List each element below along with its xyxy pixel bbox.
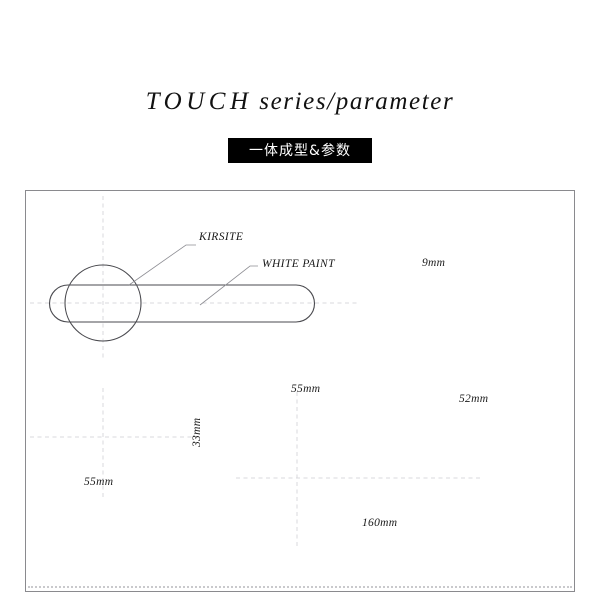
footer-dotted-rule	[28, 586, 572, 588]
dim-plate-thickness: 9mm	[422, 257, 446, 269]
banner-label: 一体成型&参数	[249, 142, 351, 159]
dim-escutcheon-width: 55mm	[84, 476, 114, 488]
dim-lever-length: 160mm	[362, 517, 398, 529]
page-title-subject: series/parameter	[259, 88, 455, 115]
dim-keyhole-height: 33mm	[191, 417, 203, 447]
page-title-series: TOUCH	[145, 88, 253, 115]
banner: 一体成型&参数	[228, 138, 372, 163]
dim-rose-width: 55mm	[291, 383, 321, 395]
label-white-paint: WHITE PAINT	[262, 258, 335, 270]
drawing-frame	[25, 190, 575, 592]
page-title: TOUCH series/parameter	[0, 88, 600, 116]
label-kirsite: KIRSITE	[199, 231, 244, 243]
dim-projection-depth: 52mm	[459, 393, 489, 405]
